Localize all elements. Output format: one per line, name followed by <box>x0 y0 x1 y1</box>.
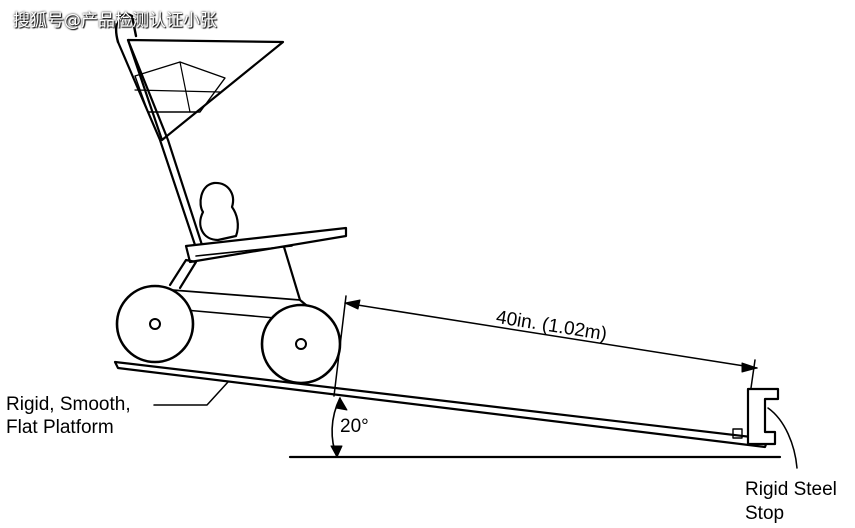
front-leg <box>168 258 198 290</box>
inclined-platform <box>113 360 770 449</box>
rigid-steel-stop <box>746 387 780 446</box>
stroller-handle <box>115 13 138 44</box>
angle-arrow-top <box>335 397 348 411</box>
rear-leg <box>282 245 308 307</box>
dimension-arrow-left <box>344 299 361 310</box>
dimension-line <box>344 302 758 369</box>
dimension-arrow-right <box>741 362 758 373</box>
stop-label-line2: Stop <box>745 503 785 524</box>
stop-label-line1: Rigid Steel <box>745 479 837 500</box>
watermark-text: 搜狐号@产品检测认证小张 <box>13 11 217 31</box>
front-wheel <box>115 284 195 364</box>
platform-leader <box>153 381 229 406</box>
angle-label: 20° <box>340 416 369 437</box>
stop-leader <box>767 407 798 469</box>
rear-frame <box>116 40 197 247</box>
angle-arrow-bottom <box>330 445 343 458</box>
platform-label-line2: Flat Platform <box>6 417 114 438</box>
stroller <box>115 13 348 385</box>
stop-corner-mark <box>732 428 743 439</box>
rear-wheel-hub <box>295 338 307 350</box>
dimension-extension-right <box>750 359 756 389</box>
platform-label-line1: Rigid, Smooth, <box>6 394 131 415</box>
chassis-bar <box>171 289 301 301</box>
rear-wheel <box>260 303 342 385</box>
front-wheel-hub <box>149 318 161 330</box>
seat-back <box>199 181 239 242</box>
